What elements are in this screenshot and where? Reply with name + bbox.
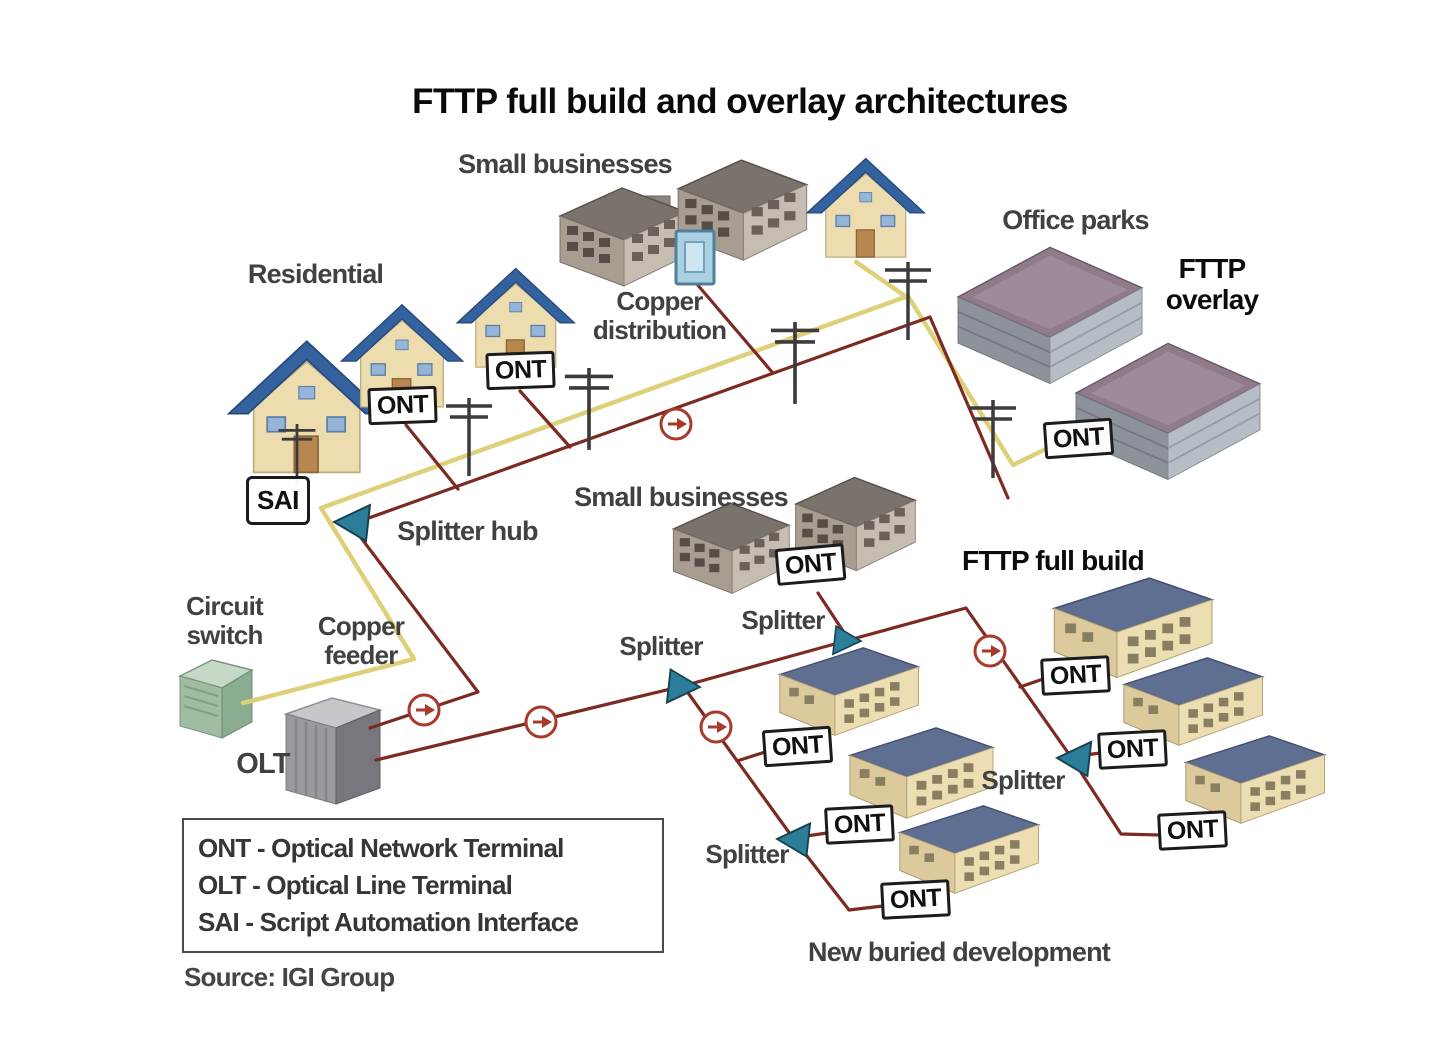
label-circuit-switch: Circuit switch [167, 592, 282, 649]
office-building-2 [1075, 342, 1261, 481]
flow-arrow-icon [699, 710, 733, 744]
copper-house-drop-line [853, 259, 911, 301]
copper-distribution-drop [694, 281, 774, 374]
legend-item-ont: ONT - Optical Network Terminal [198, 833, 564, 863]
pole-icon [968, 398, 1018, 480]
label-office-parks: Office parks [1002, 205, 1149, 235]
label-copper-distribution: Copper distribution [577, 287, 742, 344]
sai-box: SAI [246, 476, 310, 525]
flow-arrow-icon [973, 634, 1007, 668]
ont-box-res-1: ONT [367, 385, 438, 426]
ont-fb1-link [1018, 677, 1045, 689]
label-splitter-right: Splitter [981, 765, 1065, 795]
label-fttp-overlay-line1: FTTP [1178, 253, 1247, 284]
ont-res1-link [404, 423, 460, 491]
legend-item-sai: SAI - Script Automation Interface [198, 907, 579, 937]
label-splitter-mid: Splitter [619, 631, 703, 661]
new-dev-house-1 [779, 647, 920, 737]
label-small-businesses-top: Small businesses [458, 149, 673, 179]
label-fttp-overlay: FTTP overlay [1152, 253, 1272, 316]
label-small-businesses-mid: Small businesses [574, 482, 789, 512]
small-business-building-mid-1 [672, 502, 790, 595]
ont-box-new-dev-1: ONT [761, 725, 834, 768]
label-new-buried-development: New buried development [808, 937, 1111, 967]
diagram-title: FTTP full build and overlay architecture… [412, 82, 1068, 121]
ont-box-small-business: ONT [774, 543, 847, 586]
ont-box-full-build-2: ONT [1097, 729, 1169, 770]
circuit-switch-device [177, 659, 254, 739]
label-copper-feeder: Copper feeder [300, 612, 422, 669]
ont-box-new-dev-2: ONT [824, 804, 896, 845]
label-fttp-overlay-line2: overlay [1165, 283, 1259, 315]
ont-box-full-build-1: ONT [1040, 655, 1112, 696]
label-circuit-switch-line2: switch [186, 619, 263, 650]
label-copper-distribution-line2: distribution [592, 314, 727, 345]
ont-box-office: ONT [1042, 417, 1115, 460]
legend-box: ONT - Optical Network Terminal OLT - Opt… [182, 818, 664, 953]
pole-icon [444, 396, 494, 478]
label-residential: Residential [247, 259, 384, 289]
label-olt: OLT [236, 748, 290, 780]
label-copper-distribution-line1: Copper [616, 286, 703, 316]
fiber-overlay-diagonal [350, 315, 1010, 526]
buildings-layer [177, 157, 1326, 895]
ont-fb3-link [1069, 755, 1162, 837]
ont-box-new-dev-3: ONT [880, 879, 952, 920]
copper-feeder-line [240, 293, 1049, 706]
pole-icon [769, 320, 821, 406]
source-credit: Source: IGI Group [184, 962, 395, 992]
copper-distribution-cabinet [674, 229, 716, 286]
copper-lines [240, 259, 1049, 706]
flow-arrow-icon [407, 693, 441, 727]
flow-arrow-icon [659, 407, 693, 441]
office-building-1 [957, 246, 1143, 385]
splitter-icon-mid [665, 668, 701, 704]
olt-to-splitter-hub [350, 524, 480, 730]
label-circuit-switch-line1: Circuit [186, 591, 264, 621]
ont-box-full-build-3: ONT [1157, 810, 1229, 851]
legend-item-olt: OLT - Optical Line Terminal [198, 870, 513, 900]
full-build-house-3 [1185, 735, 1326, 825]
ont-nd1-link [735, 750, 767, 763]
label-splitter-smb: Splitter [741, 605, 825, 635]
label-copper-feeder-line1: Copper [317, 611, 405, 641]
label-fttp-full-build: FTTP full build [962, 545, 1145, 576]
olt-device [283, 697, 383, 805]
label-splitter-bottom: Splitter [705, 839, 789, 869]
label-copper-feeder-line2: feeder [324, 639, 398, 670]
flow-arrow-icon [524, 705, 558, 739]
ont-nd3-link [791, 836, 885, 912]
ont-res2-link [518, 389, 572, 449]
ont-box-res-2: ONT [485, 350, 556, 391]
house-top-right [806, 157, 926, 258]
pole-icon [563, 366, 615, 452]
label-splitter-hub: Splitter hub [397, 516, 538, 546]
